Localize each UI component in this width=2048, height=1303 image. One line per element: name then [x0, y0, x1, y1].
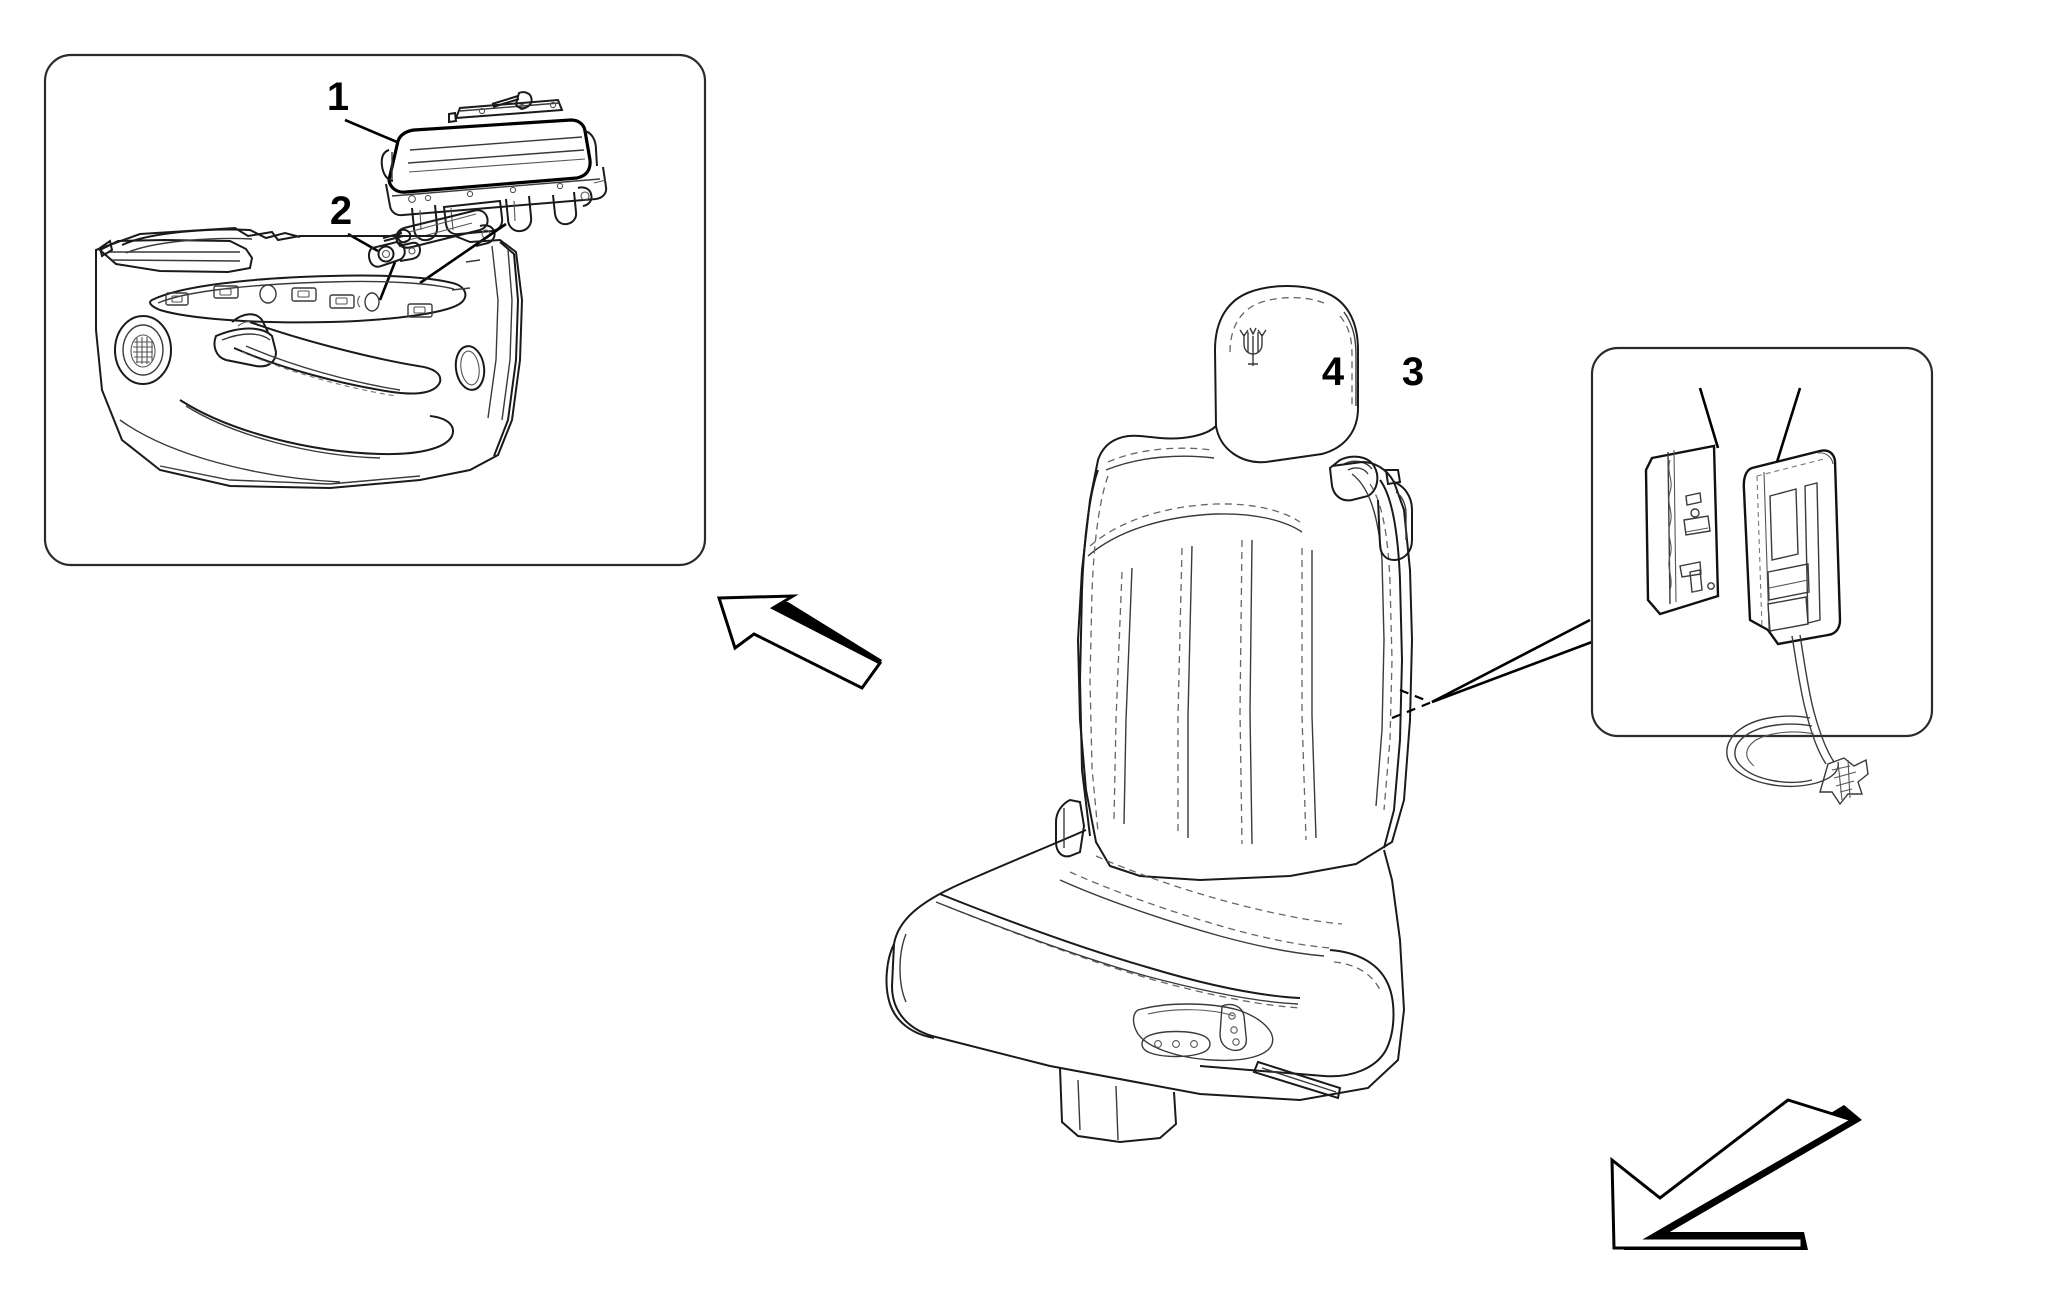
callout-number-4: 4: [1322, 350, 1345, 394]
direction-arrow-left-panel: [716, 594, 883, 690]
mounting-screw-upper: [491, 91, 533, 110]
door-inner-trim-panel: [95, 226, 524, 490]
direction-arrow-main: [1610, 1098, 1862, 1250]
seat-adjust-switch-cluster[interactable]: [1132, 1003, 1274, 1062]
callout-1: 1: [327, 75, 398, 144]
airbag-bracket-plate: [1644, 444, 1720, 616]
seat-airbag-inset-panel: [1590, 346, 1934, 738]
callout-number-3: 3: [1402, 350, 1424, 394]
airbag-harness-connector: [1819, 757, 1869, 806]
callout-3: 3: [1402, 350, 1802, 463]
callout-4: 4: [1322, 350, 1720, 449]
front-seat-assembly: [885, 285, 1431, 1144]
callout-number-2: 2: [330, 189, 352, 233]
door-side-airbag-module: [380, 91, 608, 249]
side-airbag-module: [1726, 449, 1869, 806]
maserati-trident-logo: [1239, 327, 1267, 366]
callout-number-1: 1: [327, 75, 349, 119]
airbag-wiring-harness: [1726, 634, 1839, 787]
seat-to-inset-connector: [1391, 618, 1593, 720]
